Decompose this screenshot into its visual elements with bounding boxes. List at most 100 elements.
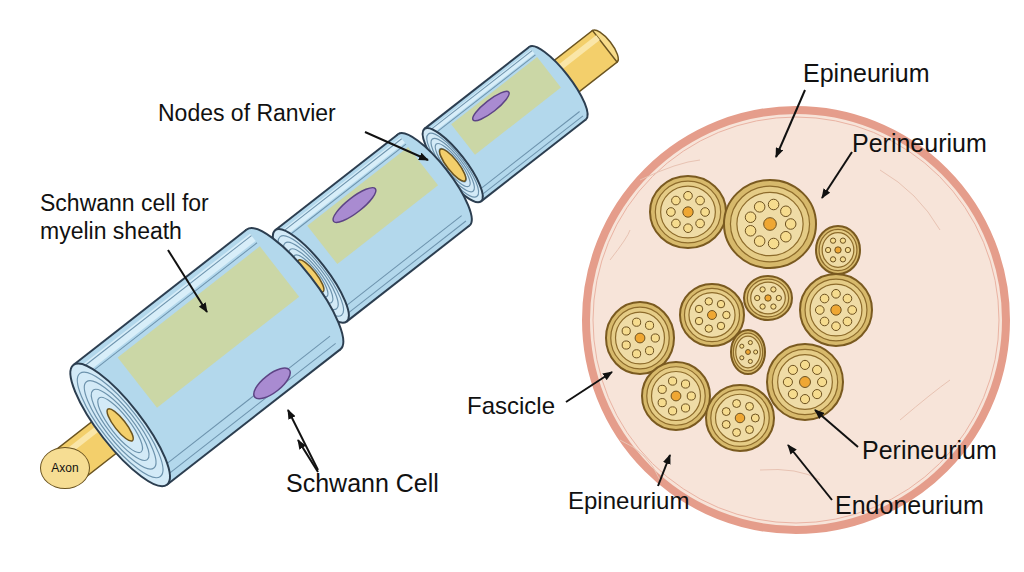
nerve-fiber xyxy=(740,356,744,360)
myelin-ring xyxy=(92,392,149,458)
myelin-lamella xyxy=(84,243,257,378)
segment-edge xyxy=(73,230,246,365)
nerve-fiber xyxy=(764,218,777,231)
fascicle xyxy=(731,330,765,374)
nerve-fiber xyxy=(622,327,630,335)
segment-highlight xyxy=(278,137,405,239)
perineurium xyxy=(731,330,765,374)
nerve-fiber xyxy=(684,224,693,233)
nerve-fiber xyxy=(669,377,677,385)
segment-highlight xyxy=(77,234,256,377)
nerve-fiber xyxy=(645,347,653,355)
epineurium xyxy=(586,110,1006,530)
nerve-fiber xyxy=(771,304,776,309)
myelin-ring xyxy=(83,383,157,468)
part-label: Perineurium xyxy=(862,435,997,465)
nerve-fiber xyxy=(722,420,730,428)
nerve-fiber xyxy=(740,344,744,348)
nerve-fiber xyxy=(708,311,717,320)
part-label: Fascicle xyxy=(467,392,555,421)
nerve-fiber xyxy=(695,317,702,324)
nerve-fiber xyxy=(669,407,677,415)
part-label: Schwann cell for myelin sheath xyxy=(40,190,255,245)
nerve-fiber xyxy=(717,322,724,329)
nerve-fiber xyxy=(696,196,705,205)
nerve-fiber xyxy=(745,212,756,223)
perineurium-layer xyxy=(730,186,809,262)
nerve-fiber xyxy=(735,413,745,423)
part-label: Nodes of Ranvier xyxy=(158,100,336,128)
endoneurium xyxy=(778,355,833,410)
nerve-fiber xyxy=(765,295,771,301)
leader-arrow xyxy=(168,250,207,312)
myelin-lamella xyxy=(343,221,466,317)
leader-arrow xyxy=(298,440,318,472)
perineurium-layer xyxy=(684,288,739,341)
perineurium xyxy=(744,276,792,320)
myelin-lamella xyxy=(339,216,462,312)
myelin-lamella xyxy=(427,51,532,133)
perineurium-layer xyxy=(747,279,788,317)
nerve-fiber xyxy=(622,341,630,349)
leader-arrow xyxy=(566,372,612,402)
nerve-fiber xyxy=(788,390,797,399)
nerve-fiber xyxy=(696,219,705,228)
nerve-fiber xyxy=(633,350,641,358)
connective-fiber xyxy=(610,230,630,260)
nerve-fiber xyxy=(681,380,689,388)
nerve-fiber xyxy=(840,257,845,262)
nerve-fiber xyxy=(687,392,695,400)
perineurium-layer xyxy=(655,181,720,243)
nerve-cross-section xyxy=(586,110,1006,530)
nerve-fiber xyxy=(681,404,689,412)
nerve-fiber xyxy=(840,238,845,243)
nerve-fiber xyxy=(745,225,756,236)
nerve-fiber xyxy=(830,257,835,262)
schwann-nucleus xyxy=(329,183,380,228)
fascicle xyxy=(816,226,860,274)
perineurium-layer xyxy=(711,390,769,447)
nerve-fiber xyxy=(771,287,776,292)
fascicle xyxy=(706,385,774,451)
nerve-fiber xyxy=(746,350,751,355)
nerve-fiber xyxy=(843,317,852,326)
nerve-fiber xyxy=(684,191,693,200)
nerve-fiber xyxy=(733,429,741,437)
nerve-fiber xyxy=(658,399,666,407)
nerve-fiber xyxy=(746,402,754,410)
nerve-fiber xyxy=(760,287,765,292)
nerve-fiber xyxy=(635,333,645,343)
nerve-fiber xyxy=(672,219,681,228)
nerve-fiber xyxy=(667,208,676,217)
leader-arrow xyxy=(815,410,858,447)
perineurium xyxy=(816,226,860,274)
endoneurium xyxy=(822,233,854,268)
connective-fiber xyxy=(620,440,660,480)
leader-arrow xyxy=(658,455,670,486)
myelin-lamella xyxy=(162,343,335,478)
nerve-fiber xyxy=(705,325,712,332)
nerve-fiber xyxy=(672,196,681,205)
fascicle xyxy=(680,284,744,346)
segment-edge xyxy=(424,47,529,129)
perineurium xyxy=(680,284,744,346)
segment-edge xyxy=(481,119,586,201)
segment-edge xyxy=(167,349,340,484)
schwann-nucleus xyxy=(249,363,295,404)
schwann-nucleus xyxy=(469,87,512,124)
perineurium-layer xyxy=(647,367,705,425)
myelin-lamella xyxy=(283,144,406,240)
perineurium-layer xyxy=(805,279,867,341)
myelin-lamella xyxy=(157,336,330,471)
nerve-fiber xyxy=(785,219,796,230)
fascicle xyxy=(724,180,816,268)
fascicle xyxy=(650,176,726,248)
nerve-fiber xyxy=(671,391,681,401)
nerve-fiber xyxy=(705,298,712,305)
nerve-fiber xyxy=(813,390,822,399)
nerve-fiber xyxy=(781,206,792,217)
part-label: Epineurium xyxy=(803,58,929,88)
leader-arrow xyxy=(822,152,852,198)
nerve-fiber xyxy=(658,385,666,393)
